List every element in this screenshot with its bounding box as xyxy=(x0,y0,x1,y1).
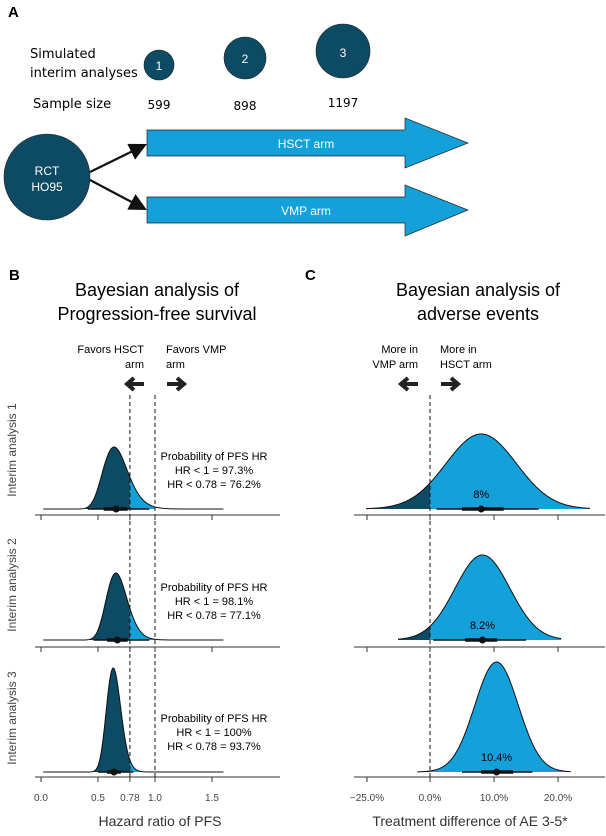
x-tick-label: 1.5 xyxy=(205,793,219,804)
panel-b-xlabel: Hazard ratio of PFS xyxy=(99,813,222,829)
rct-label-2: HO95 xyxy=(31,180,63,194)
density-fill-dark xyxy=(43,668,130,772)
arrow-left-icon xyxy=(123,376,144,392)
panel-b-plot: Interim analysis 1 Probability of PFS HR H… xyxy=(5,395,280,804)
favors-vmp-label-2: arm xyxy=(166,359,185,371)
probability-annotation: HR < 0.78 = 76.2% xyxy=(167,479,261,491)
x-tick-label: 20.0% xyxy=(544,793,572,804)
analysis-number-2: 2 xyxy=(242,52,249,66)
x-tick-label: 0.0 xyxy=(34,793,48,804)
panel-b-label: B xyxy=(9,267,20,284)
panel-c-title-1: Bayesian analysis of xyxy=(396,280,561,300)
simulated-label-2: interim analyses xyxy=(30,66,138,81)
point-label: 8% xyxy=(473,489,489,501)
analysis-number-1: 1 xyxy=(156,59,163,73)
probability-annotation: Probability of PFS HR xyxy=(161,713,268,725)
density-curve xyxy=(397,554,562,640)
density-fill-light xyxy=(129,477,155,509)
density-curve xyxy=(43,667,224,773)
analysis-circle-1 xyxy=(143,49,175,81)
density-fill-dark xyxy=(398,626,430,640)
analysis-circle-2 xyxy=(223,36,267,80)
probability-annotation: HR < 0.78 = 93.7% xyxy=(167,741,261,753)
probability-annotation: HR < 1 = 100% xyxy=(176,727,251,739)
probability-annotation: HR < 0.78 = 77.1% xyxy=(167,610,261,622)
density-curve xyxy=(417,661,571,773)
panel-a: A Simulated interim analyses Sample size… xyxy=(3,4,469,237)
panel-c-title-2: adverse events xyxy=(417,304,539,324)
panel-c-xlabel: Treatment difference of AE 3-5* xyxy=(372,813,568,829)
x-tick-label: 1.0 xyxy=(148,793,162,804)
point-label: 10.4% xyxy=(481,752,512,764)
sample-size-3: 1197 xyxy=(328,96,359,110)
density-fill-light xyxy=(129,608,155,640)
panel-a-label: A xyxy=(8,4,19,21)
density-curve xyxy=(365,433,591,510)
x-tick-label: 0.0% xyxy=(419,793,442,804)
arrow-right-icon xyxy=(441,376,462,392)
arrow-left-icon xyxy=(397,376,418,392)
x-tick-label: 10.0% xyxy=(480,793,508,804)
facet-label: Interim analysis 3 xyxy=(5,671,19,765)
more-in-hsct-label-2: HSCT arm xyxy=(440,359,492,371)
density-fill-light xyxy=(129,759,155,772)
sample-size-1: 599 xyxy=(148,98,171,112)
simulated-label: Simulated xyxy=(30,47,96,62)
x-tick-label: −25.0% xyxy=(350,793,384,804)
density-fill-light xyxy=(430,555,562,640)
analysis-circle-3 xyxy=(315,23,371,79)
favors-hsct-label-2: arm xyxy=(125,359,144,371)
arrow-to-vmp-icon xyxy=(89,179,147,211)
density-fill-dark xyxy=(43,573,130,640)
panel-c-label: C xyxy=(305,267,316,284)
probability-annotation: Probability of PFS HR xyxy=(161,582,268,594)
point-estimate xyxy=(110,768,118,776)
density-curve xyxy=(43,446,224,510)
density-fill-dark xyxy=(366,482,430,509)
x-tick-label: 0.78 xyxy=(120,793,140,804)
density-curve xyxy=(43,572,224,641)
density-fill-dark xyxy=(43,447,130,509)
density-fill-light xyxy=(430,434,590,509)
point-estimate xyxy=(113,636,121,644)
favors-vmp-label: Favors VMP xyxy=(166,344,227,356)
panel-b-title-1: Bayesian analysis of xyxy=(75,280,240,300)
facet-label: Interim analysis 2 xyxy=(5,538,19,632)
x-tick-label: 0.5 xyxy=(91,793,105,804)
point-estimate xyxy=(493,768,501,776)
rct-label-1: RCT xyxy=(35,164,60,178)
probability-annotation: Probability of PFS HR xyxy=(161,451,268,463)
facet-label: Interim analysis 1 xyxy=(5,403,19,497)
panel-c: C Bayesian analysis of adverse events Mo… xyxy=(305,267,605,829)
point-label: 8.2% xyxy=(470,620,495,632)
rct-circle xyxy=(3,133,91,221)
point-estimate xyxy=(478,636,486,644)
analysis-number-3: 3 xyxy=(340,46,347,60)
panel-b: B Bayesian analysis of Progression-free … xyxy=(5,267,280,829)
panel-b-title-2: Progression-free survival xyxy=(57,304,256,324)
arrow-right-icon xyxy=(167,376,188,392)
vmp-arm-label: VMP arm xyxy=(281,204,331,218)
favors-hsct-label: Favors HSCT xyxy=(77,344,144,356)
more-in-hsct-label: More in xyxy=(440,344,477,356)
sample-size-2: 898 xyxy=(234,99,257,113)
arrow-to-hsct-icon xyxy=(89,143,147,173)
density-fill-light xyxy=(430,662,571,772)
probability-annotation: HR < 1 = 98.1% xyxy=(175,596,253,608)
hsct-arm-arrow xyxy=(146,117,469,169)
panel-c-plot: 8% 8.2% 10.4% −25.0% 0.0% 10.0% 20.0% xyxy=(350,395,605,804)
more-in-vmp-label-2: VMP arm xyxy=(372,359,418,371)
hsct-arm-label: HSCT arm xyxy=(278,137,334,151)
point-estimate xyxy=(477,505,485,513)
point-estimate xyxy=(112,505,120,513)
sample-size-label: Sample size xyxy=(33,97,111,112)
vmp-arm-arrow xyxy=(146,184,469,237)
probability-annotation: HR < 1 = 97.3% xyxy=(175,465,253,477)
more-in-vmp-label: More in xyxy=(381,344,418,356)
